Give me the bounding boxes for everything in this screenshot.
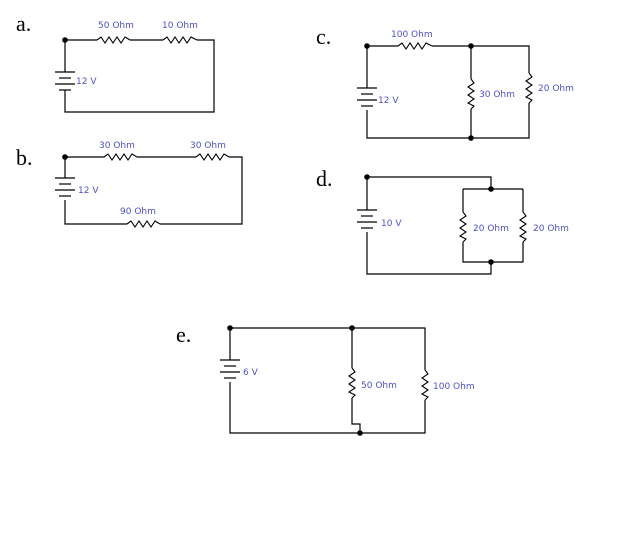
circuit-e-resistor-1 bbox=[347, 367, 356, 399]
circuit-c-node-3 bbox=[468, 135, 474, 141]
circuit-a-resistor-1 bbox=[96, 36, 131, 44]
circuit-e-label: e. bbox=[176, 322, 191, 347]
circuit-b-r2-label: 30 Ohm bbox=[190, 141, 226, 151]
circuit-e-wires bbox=[229, 327, 426, 434]
circuit-a: a. 50 Ohm 10 Ohm 12 V bbox=[16, 11, 215, 113]
circuit-a-battery-label: 12 V bbox=[76, 77, 97, 87]
circuit-c-wires bbox=[366, 45, 530, 139]
circuit-e: e. 50 Ohm 100 Ohm 6 V bbox=[176, 322, 475, 436]
circuit-d-battery-icon bbox=[357, 209, 377, 229]
circuit-a-node bbox=[62, 37, 68, 43]
circuit-e-battery-label: 6 V bbox=[243, 368, 259, 378]
circuit-c-resistor-3 bbox=[524, 72, 533, 104]
circuit-b-label: b. bbox=[16, 145, 33, 170]
circuit-d-node-1 bbox=[364, 174, 370, 180]
circuit-b-r1-label: 30 Ohm bbox=[99, 141, 135, 151]
circuit-a-battery-icon bbox=[55, 71, 75, 91]
circuit-c-resistor-2 bbox=[466, 78, 475, 110]
circuit-c-resistor-1 bbox=[397, 42, 433, 50]
circuit-a-resistor-2 bbox=[162, 36, 198, 44]
circuit-b-wires bbox=[64, 156, 243, 225]
circuit-a-wires bbox=[64, 39, 215, 113]
circuit-d-resistor-2 bbox=[518, 211, 527, 243]
circuit-c-node-1 bbox=[364, 43, 370, 49]
circuit-c-label: c. bbox=[316, 24, 331, 49]
circuit-d-node-3 bbox=[488, 259, 494, 265]
circuit-d-label: d. bbox=[316, 166, 333, 191]
circuit-e-battery-icon bbox=[220, 359, 240, 379]
circuit-d-resistor-1 bbox=[458, 211, 467, 243]
circuit-c-battery-icon bbox=[357, 87, 377, 107]
circuit-b-r3-label: 90 Ohm bbox=[120, 207, 156, 217]
circuit-d: d. 20 Ohm 20 Ohm 10 V bbox=[316, 166, 569, 275]
circuit-b-node bbox=[62, 154, 68, 160]
circuit-b-battery-label: 12 V bbox=[78, 186, 99, 196]
circuit-a-label: a. bbox=[16, 11, 31, 36]
circuit-b-resistor-1 bbox=[103, 153, 138, 161]
circuit-b: b. 30 Ohm 30 Ohm 90 Ohm 12 V bbox=[16, 141, 243, 228]
circuit-b-resistor-2 bbox=[195, 153, 230, 161]
circuit-c-node-2 bbox=[468, 43, 474, 49]
circuit-d-battery-label: 10 V bbox=[381, 219, 402, 229]
circuit-d-r1-label: 20 Ohm bbox=[473, 224, 509, 234]
circuit-d-r2-label: 20 Ohm bbox=[533, 224, 569, 234]
circuit-c-r2-label: 30 Ohm bbox=[479, 90, 515, 100]
circuit-c-r1-label: 100 Ohm bbox=[391, 30, 433, 40]
circuit-d-node-2 bbox=[488, 186, 494, 192]
circuit-a-r1-label: 50 Ohm bbox=[98, 21, 134, 31]
circuit-b-battery-icon bbox=[55, 177, 75, 197]
circuit-e-node-2 bbox=[349, 325, 355, 331]
circuit-e-node-1 bbox=[227, 325, 233, 331]
circuit-c-battery-label: 12 V bbox=[378, 96, 399, 106]
circuit-e-node-3 bbox=[357, 430, 363, 436]
circuit-a-r2-label: 10 Ohm bbox=[162, 21, 198, 31]
circuit-c: c. 100 Ohm 30 Ohm 20 Ohm 12 V bbox=[316, 24, 574, 141]
circuit-c-r3-label: 20 Ohm bbox=[538, 84, 574, 94]
circuit-e-resistor-2 bbox=[420, 369, 429, 401]
circuit-e-r1-label: 50 Ohm bbox=[361, 381, 397, 391]
circuit-b-resistor-3 bbox=[126, 220, 161, 228]
circuit-e-r2-label: 100 Ohm bbox=[433, 382, 475, 392]
